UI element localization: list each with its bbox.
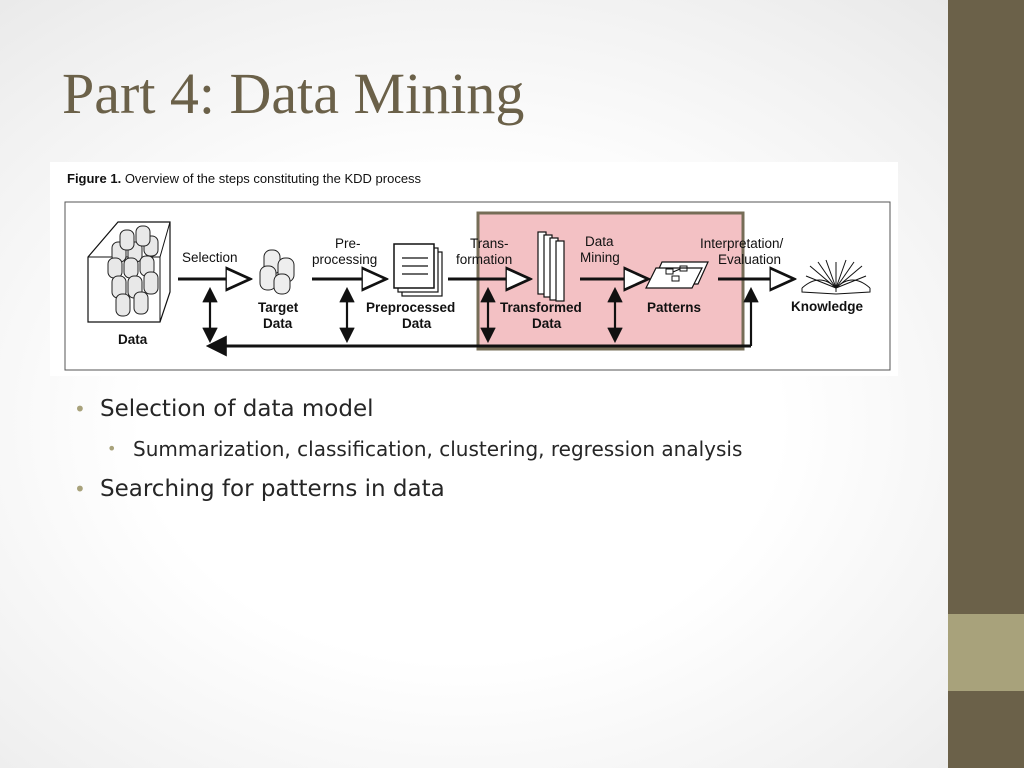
bullet-item: • Selection of data model <box>74 392 742 426</box>
step-data-mining-label-1: Data <box>585 234 614 249</box>
bullet-item: • Searching for patterns in data <box>74 472 742 506</box>
figure-caption-text: Overview of the steps constituting the K… <box>124 171 422 186</box>
stage-knowledge-label: Knowledge <box>791 299 863 314</box>
step-data-mining-label-2: Mining <box>580 250 620 265</box>
bullet-dot-icon: • <box>74 477 86 501</box>
step-preprocessing-label-2: processing <box>312 252 377 267</box>
stage-data-label: Data <box>118 332 148 347</box>
preprocessed-data-icon <box>393 243 443 297</box>
step-interpretation-label-2: Evaluation <box>718 252 781 267</box>
step-transformation-label-2: formation <box>456 252 512 267</box>
side-bar-accent <box>948 614 1024 691</box>
stage-transformed-label-2: Data <box>532 316 562 331</box>
figure-caption-label: Figure 1. <box>67 171 122 186</box>
stage-target-label-1: Target <box>258 300 299 315</box>
stage-preprocessed-label-1: Preprocessed <box>366 300 455 315</box>
sub-bullet-item: • Summarization, classification, cluster… <box>107 434 742 464</box>
kdd-process-diagram: Data Selection Target Data Pre- processi… <box>64 201 891 371</box>
stage-preprocessed-label-2: Data <box>402 316 432 331</box>
bullet-dot-icon: • <box>74 397 86 421</box>
stage-transformed-label-1: Transformed <box>500 300 582 315</box>
slide-title: Part 4: Data Mining <box>62 61 525 126</box>
patterns-icon <box>645 261 709 289</box>
kdd-figure: Figure 1. Overview of the steps constitu… <box>50 162 898 376</box>
target-data-icon <box>259 249 295 295</box>
data-database-icon <box>87 221 171 323</box>
stage-target-label-2: Data <box>263 316 293 331</box>
step-selection-label: Selection <box>182 250 238 265</box>
step-transformation-label-1: Trans- <box>470 236 509 251</box>
step-interpretation-label-1: Interpretation/ <box>700 236 784 251</box>
figure-caption: Figure 1. Overview of the steps constitu… <box>67 171 421 186</box>
stage-patterns-label: Patterns <box>647 300 701 315</box>
bullet-list: • Selection of data model • Summarizatio… <box>74 392 742 514</box>
bullet-text: Searching for patterns in data <box>100 476 445 502</box>
knowledge-book-icon <box>801 259 871 295</box>
transformed-data-icon <box>537 231 565 302</box>
step-preprocessing-label-1: Pre- <box>335 236 361 251</box>
sub-bullet-text: Summarization, classification, clusterin… <box>133 437 743 461</box>
bullet-dot-icon: • <box>107 439 117 458</box>
bullet-text: Selection of data model <box>100 396 374 422</box>
